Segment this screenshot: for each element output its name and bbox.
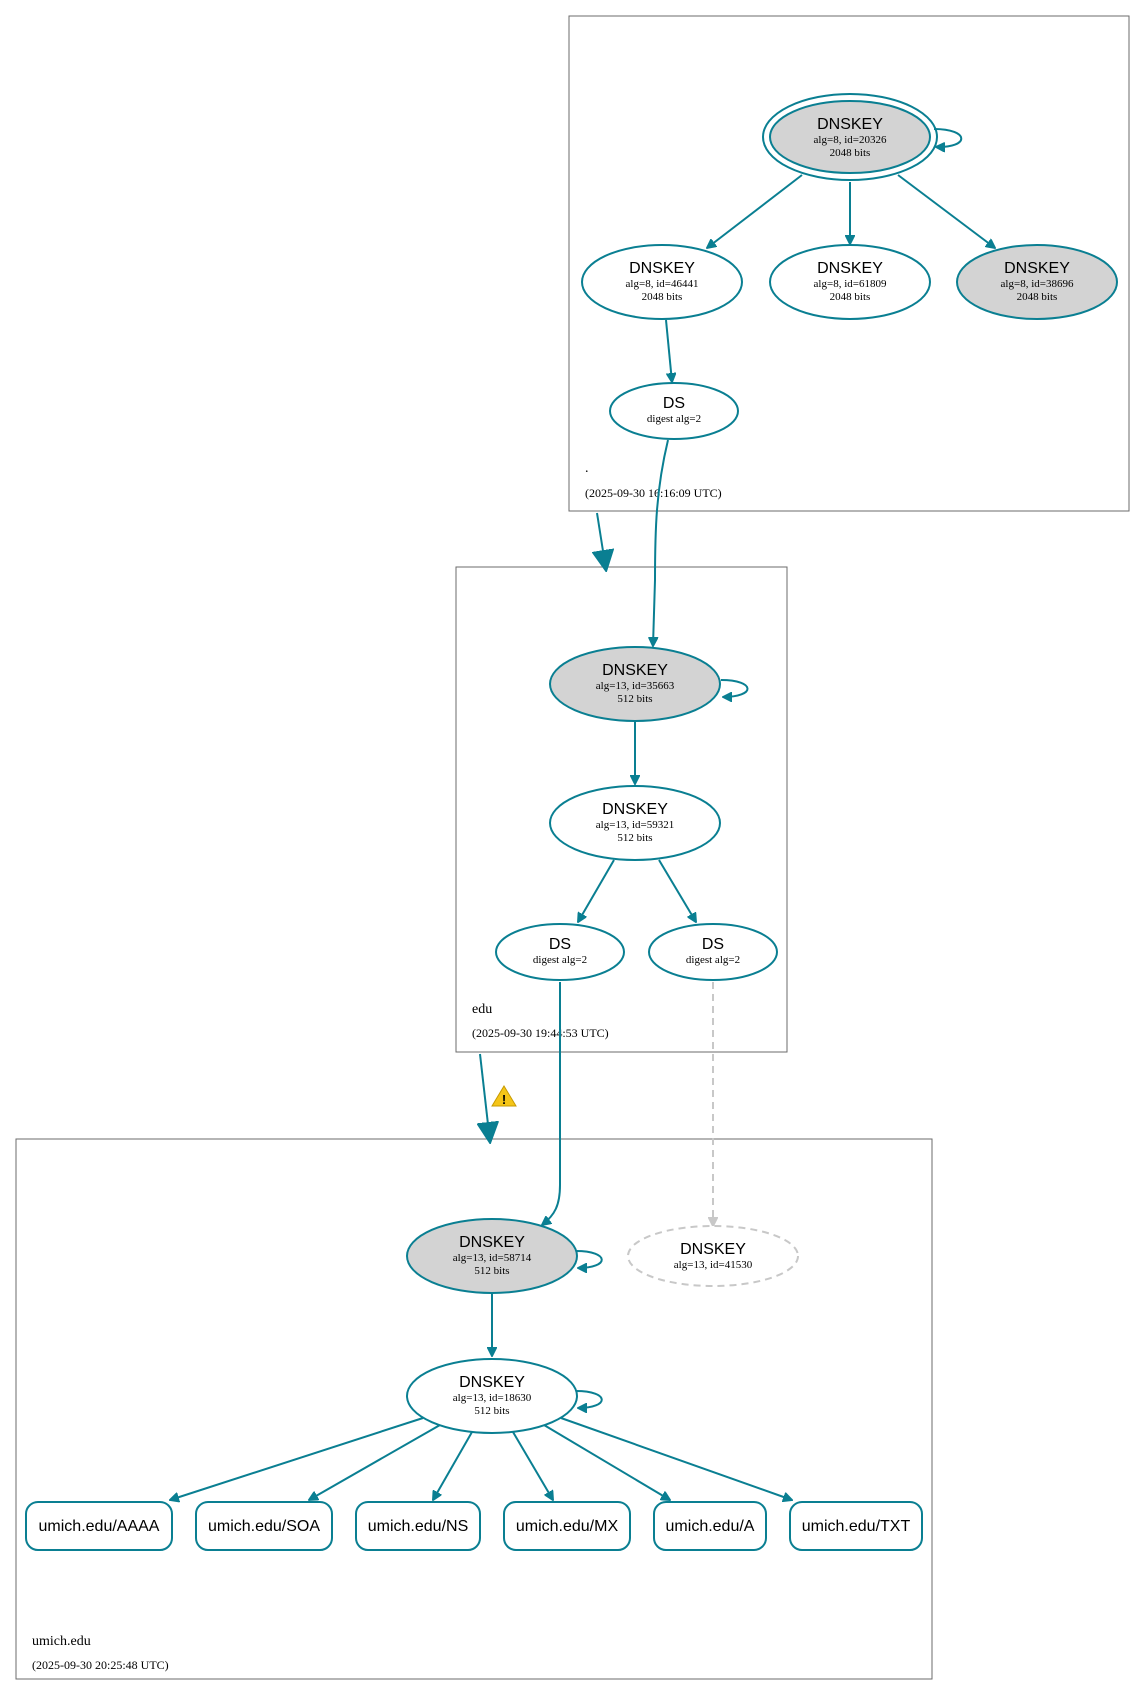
root-ds-line1: digest alg=2 [647,413,701,425]
edu-zsk-line2: 512 bits [617,832,652,844]
record-txt[interactable]: umich.edu/TXT [789,1501,923,1551]
root-zsk1-node[interactable]: DNSKEY alg=8, id=46441 2048 bits [581,244,743,320]
delegation-edu-umich [480,1053,490,1142]
edge-eduzsk-ds1 [578,859,615,922]
umich-missing-key-title: DNSKEY [680,1241,746,1258]
root-zsk1-line1: alg=8, id=46441 [626,278,699,290]
root-zsk3-line1: alg=8, id=38696 [1001,278,1074,290]
root-ksk-line1: alg=8, id=20326 [814,134,887,146]
edu-ds2-line1: digest alg=2 [686,954,740,966]
umich-zsk-node[interactable]: DNSKEY alg=13, id=18630 512 bits [406,1358,578,1434]
umich-zsk-line1: alg=13, id=18630 [453,1392,532,1404]
root-zsk1-title: DNSKEY [629,260,695,277]
record-ns-label: umich.edu/NS [368,1518,469,1535]
umich-ksk-node[interactable]: DNSKEY alg=13, id=58714 512 bits [406,1218,578,1294]
edge-rootksk-zsk1 [707,174,803,248]
edu-ds2-node[interactable]: DS digest alg=2 [648,923,778,981]
edge-zsk-ns [433,1431,473,1500]
root-zsk3-node[interactable]: DNSKEY alg=8, id=38696 2048 bits [956,244,1118,320]
umich-ksk-title: DNSKEY [459,1234,525,1251]
record-ns[interactable]: umich.edu/NS [355,1501,481,1551]
zone-root-name: . [585,461,589,476]
record-soa-label: umich.edu/SOA [208,1518,320,1535]
edu-ksk-line1: alg=13, id=35663 [596,680,675,692]
zone-edu-timestamp: (2025-09-30 19:44:53 UTC) [472,1026,609,1040]
root-ds-node[interactable]: DS digest alg=2 [609,382,739,440]
warning-glyph: ! [502,1092,506,1107]
record-mx-label: umich.edu/MX [516,1518,619,1535]
umich-ksk-line1: alg=13, id=58714 [453,1252,532,1264]
edge-zsk-a [543,1424,670,1500]
umich-ksk-line2: 512 bits [474,1265,509,1277]
root-zsk2-title: DNSKEY [817,260,883,277]
record-a[interactable]: umich.edu/A [653,1501,767,1551]
edu-ds1-title: DS [549,936,571,953]
root-zsk3-line2: 2048 bits [1017,291,1058,303]
edu-ksk-node[interactable]: DNSKEY alg=13, id=35663 512 bits [549,646,721,722]
delegation-root-edu [597,512,606,570]
umich-zsk-line2: 512 bits [474,1405,509,1417]
root-ksk-title: DNSKEY [817,116,883,133]
edge-zsk-aaaa [170,1417,424,1500]
edge-rootksk-self [933,128,963,147]
edu-ksk-title: DNSKEY [602,662,668,679]
umich-missing-key-node[interactable]: DNSKEY alg=13, id=41530 [627,1225,799,1287]
edge-zsk-soa [309,1424,441,1500]
edu-ds1-line1: digest alg=2 [533,954,587,966]
root-zsk1-line2: 2048 bits [642,291,683,303]
edu-ksk-line2: 512 bits [617,693,652,705]
edge-eduksk-self [720,679,749,697]
zone-root-timestamp: (2025-09-30 16:16:09 UTC) [585,486,722,500]
root-ds-title: DS [663,395,685,412]
zone-umich-timestamp: (2025-09-30 20:25:48 UTC) [32,1658,169,1672]
edu-zsk-title: DNSKEY [602,801,668,818]
record-soa[interactable]: umich.edu/SOA [195,1501,333,1551]
edge-umichzsk-self [575,1390,603,1408]
warning-icon[interactable]: ! [491,1085,517,1107]
edge-rootksk-zsk3 [897,174,995,248]
edge-edu-ds1-umich-ksk [542,982,561,1225]
edu-zsk-line1: alg=13, id=59321 [596,819,674,831]
edge-zsk-mx [512,1431,553,1500]
edge-umichksk-self [575,1250,603,1268]
root-zsk2-line1: alg=8, id=61809 [814,278,887,290]
root-zsk3-title: DNSKEY [1004,260,1070,277]
umich-zsk-title: DNSKEY [459,1374,525,1391]
record-a-label: umich.edu/A [666,1518,755,1535]
record-txt-label: umich.edu/TXT [802,1518,911,1535]
root-ksk-line2: 2048 bits [830,147,871,159]
record-aaaa[interactable]: umich.edu/AAAA [25,1501,173,1551]
record-mx[interactable]: umich.edu/MX [503,1501,631,1551]
edge-zsk-txt [560,1417,792,1500]
edu-zsk-node[interactable]: DNSKEY alg=13, id=59321 512 bits [549,785,721,861]
zone-umich-name: umich.edu [32,1634,91,1649]
edge-eduzsk-ds2 [658,859,696,922]
edu-ds1-node[interactable]: DS digest alg=2 [495,923,625,981]
umich-missing-key-line1: alg=13, id=41530 [674,1259,753,1271]
root-zsk2-node[interactable]: DNSKEY alg=8, id=61809 2048 bits [769,244,931,320]
edge-zsk1-ds [665,319,672,382]
zone-edu-name: edu [472,1002,492,1017]
root-zsk2-line2: 2048 bits [830,291,871,303]
edu-ds2-title: DS [702,936,724,953]
root-ksk-node[interactable]: DNSKEY alg=8, id=20326 2048 bits [762,93,938,181]
record-aaaa-label: umich.edu/AAAA [39,1518,160,1535]
edge-rootds-eduksk [653,439,669,646]
